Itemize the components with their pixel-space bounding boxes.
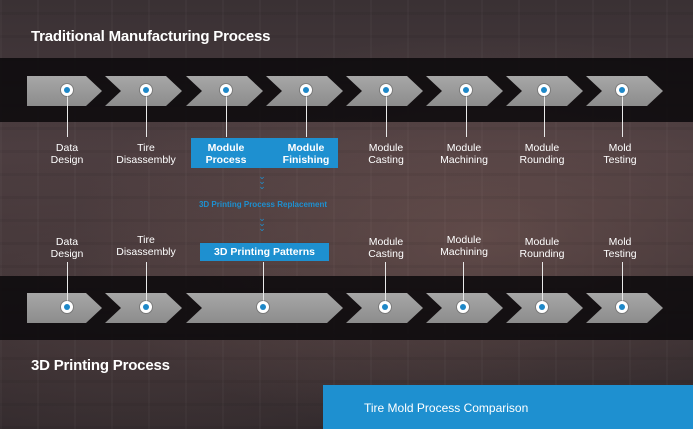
step-marker-icon: [379, 301, 391, 313]
connector-line: [146, 91, 147, 137]
connector-line: [67, 262, 68, 307]
connector-line: [463, 262, 464, 307]
step-label-3d-printing-patterns: 3D Printing Patterns: [214, 246, 315, 258]
connector-line: [622, 262, 623, 307]
connector-line: [622, 91, 623, 137]
step-marker-icon: [300, 84, 312, 96]
traditional-timeline-band: [0, 58, 693, 122]
step-marker-icon: [220, 84, 232, 96]
connector-line: [226, 91, 227, 137]
double-chevron-down-icon: ⌄⌄⌄: [258, 171, 266, 191]
double-chevron-down-icon: ⌄⌄⌄: [258, 213, 266, 233]
caption-text: Tire Mold Process Comparison: [364, 401, 529, 415]
step-marker-icon: [140, 301, 152, 313]
3d-printing-patterns-box: 3D Printing Patterns: [200, 243, 329, 261]
caption-box: Tire Mold Process Comparison: [323, 385, 693, 429]
step-marker-icon: [380, 84, 392, 96]
connector-line: [385, 262, 386, 307]
replacement-label: 3D Printing Process Replacement: [198, 200, 328, 209]
printing-process-title: 3D Printing Process: [31, 357, 170, 374]
step-marker-icon: [460, 84, 472, 96]
step-marker-icon: [616, 84, 628, 96]
connector-line: [466, 91, 467, 137]
step-marker-icon: [140, 84, 152, 96]
step-marker-icon: [61, 301, 73, 313]
connector-line: [263, 262, 264, 307]
step-marker-icon: [457, 301, 469, 313]
connector-line: [544, 91, 545, 137]
printing-timeline-band: [0, 276, 693, 340]
step-marker-icon: [616, 301, 628, 313]
connector-line: [386, 91, 387, 137]
step-marker-icon: [538, 84, 550, 96]
traditional-process-title: Traditional Manufacturing Process: [31, 28, 271, 45]
connector-line: [67, 91, 68, 137]
connector-line: [146, 262, 147, 307]
step-marker-icon: [536, 301, 548, 313]
connector-line: [542, 262, 543, 307]
step-marker-icon: [61, 84, 73, 96]
connector-line: [306, 91, 307, 137]
step-marker-icon: [257, 301, 269, 313]
